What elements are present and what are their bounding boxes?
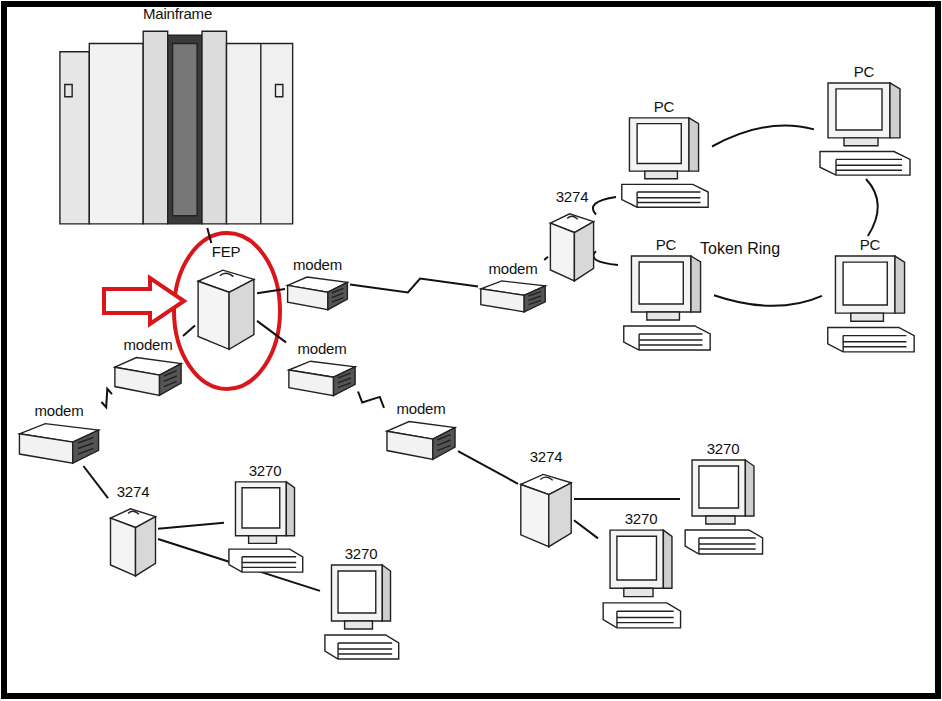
network-link bbox=[574, 498, 680, 500]
device-node: 3270 bbox=[320, 545, 402, 663]
device-label: modem bbox=[123, 336, 172, 354]
device-label: modem bbox=[396, 400, 445, 418]
device-node: FEP bbox=[195, 243, 257, 353]
network-link bbox=[257, 321, 286, 343]
pc-icon bbox=[598, 528, 684, 632]
mainframe-icon bbox=[55, 23, 300, 228]
device-label: Mainframe bbox=[143, 5, 212, 23]
device-node: 3270 bbox=[224, 462, 306, 576]
network-link bbox=[866, 179, 878, 236]
network-link bbox=[458, 451, 518, 484]
cube-icon bbox=[518, 466, 574, 550]
device-node: modem bbox=[478, 260, 548, 314]
cube-icon bbox=[108, 501, 158, 579]
device-node: modem bbox=[112, 336, 184, 398]
device-label: 3274 bbox=[530, 448, 563, 466]
network-link bbox=[714, 295, 822, 306]
network-link bbox=[350, 279, 478, 293]
device-node: modem bbox=[286, 340, 358, 398]
device-label: 3270 bbox=[249, 462, 282, 480]
device-node: modem bbox=[285, 256, 350, 312]
device-label: 3270 bbox=[345, 545, 378, 563]
device-node: modem bbox=[384, 400, 458, 462]
network-link bbox=[102, 389, 113, 408]
device-label: PC bbox=[854, 63, 874, 81]
modem-icon bbox=[478, 278, 548, 314]
modem-icon bbox=[384, 418, 458, 462]
device-label: PC bbox=[656, 236, 676, 254]
network-link bbox=[83, 466, 108, 498]
network-link bbox=[183, 325, 195, 336]
device-node: PC bbox=[618, 236, 714, 354]
device-node: 3274 bbox=[518, 448, 574, 550]
device-label: 3274 bbox=[556, 188, 589, 206]
network-label: Token Ring bbox=[700, 240, 780, 258]
device-label: FEP bbox=[212, 243, 241, 261]
cube-icon bbox=[548, 206, 596, 284]
pc-icon bbox=[618, 254, 714, 354]
device-label: modem bbox=[293, 256, 342, 274]
pc-icon bbox=[320, 563, 402, 663]
picture-frame bbox=[4, 4, 938, 696]
device-node: 3270 bbox=[598, 510, 684, 632]
pc-icon bbox=[224, 480, 306, 576]
device-label: modem bbox=[297, 340, 346, 358]
cube-icon bbox=[195, 261, 257, 353]
pc-icon bbox=[822, 254, 918, 356]
device-label: modem bbox=[34, 402, 83, 420]
network-link bbox=[593, 197, 616, 215]
network-link bbox=[158, 523, 224, 529]
modem-icon bbox=[286, 358, 358, 398]
modem-icon bbox=[16, 420, 102, 466]
device-label: 3274 bbox=[117, 483, 150, 501]
pc-icon bbox=[814, 81, 914, 179]
network-link bbox=[593, 251, 618, 265]
device-label: PC bbox=[654, 98, 674, 116]
device-node: PC bbox=[616, 98, 712, 211]
device-node: 3274 bbox=[548, 188, 596, 284]
device-label: 3270 bbox=[707, 440, 740, 458]
device-label: modem bbox=[488, 260, 537, 278]
network-link bbox=[158, 539, 320, 591]
device-label: 3270 bbox=[625, 510, 658, 528]
pc-icon bbox=[680, 458, 766, 558]
modem-icon bbox=[112, 354, 184, 398]
network-link bbox=[544, 257, 548, 260]
device-node: modem bbox=[16, 402, 102, 466]
device-node: Mainframe bbox=[55, 5, 300, 228]
device-node: PC bbox=[822, 236, 918, 356]
pc-icon bbox=[616, 116, 712, 211]
device-label: PC bbox=[860, 236, 880, 254]
callout-arrow bbox=[104, 278, 184, 324]
device-node: PC bbox=[814, 63, 914, 179]
network-link bbox=[207, 228, 211, 243]
network-link bbox=[574, 520, 598, 538]
network-link bbox=[257, 289, 285, 293]
device-node: 3270 bbox=[680, 440, 766, 558]
network-link bbox=[358, 392, 384, 408]
modem-icon bbox=[285, 274, 350, 312]
highlight-circle bbox=[174, 233, 280, 389]
network-link bbox=[712, 125, 814, 146]
device-node: 3274 bbox=[108, 483, 158, 579]
